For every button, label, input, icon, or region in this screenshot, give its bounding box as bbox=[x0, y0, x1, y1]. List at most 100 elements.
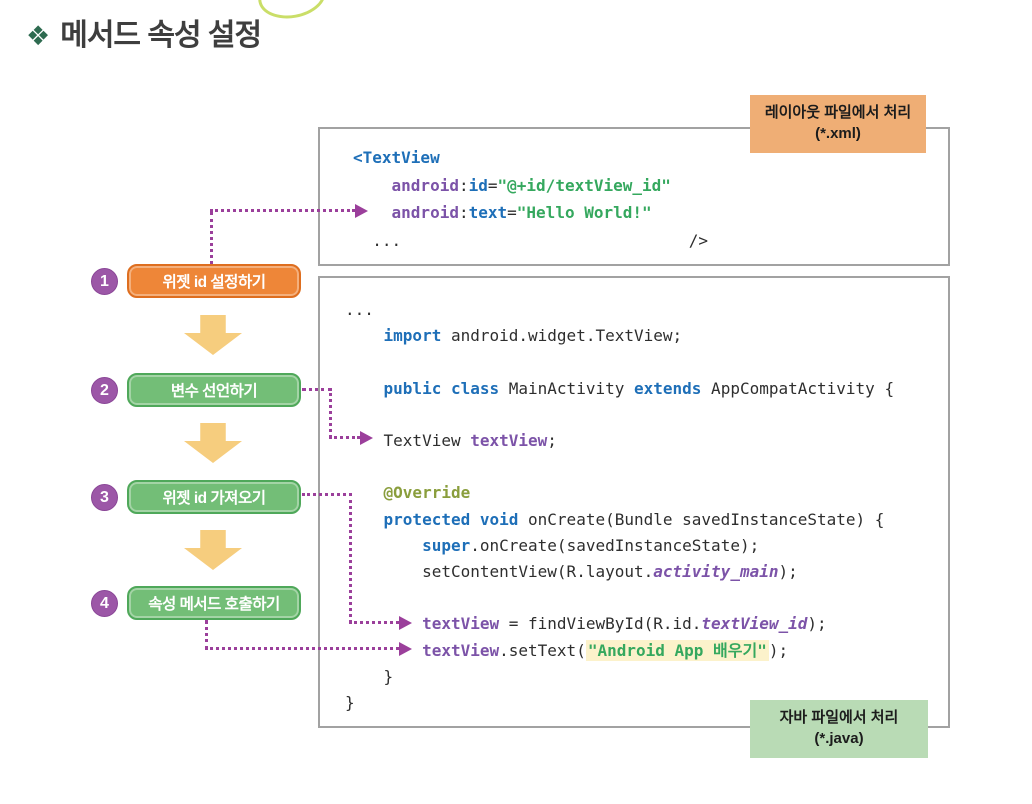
flow-step-2: 2 변수 선언하기 bbox=[88, 371, 302, 409]
step-button: 변수 선언하기 bbox=[127, 373, 301, 407]
code-line bbox=[345, 585, 948, 611]
code-token: @Override bbox=[383, 483, 471, 503]
flow-down-arrow-icon bbox=[184, 423, 242, 463]
code-line: super.onCreate(savedInstanceState); bbox=[345, 533, 948, 559]
code-token: ); bbox=[778, 562, 798, 582]
diamond-bullet-icon: ❖ bbox=[26, 21, 51, 51]
code-token: = bbox=[507, 203, 517, 222]
connector-1-horizontal bbox=[210, 209, 355, 212]
java-code-panel: ... import android.widget.TextView; publ… bbox=[318, 276, 950, 728]
code-token: AppCompatActivity { bbox=[701, 378, 895, 398]
step-number-badge: 3 bbox=[91, 484, 118, 511]
code-token: TextView bbox=[383, 431, 471, 451]
connector-4-horizontal bbox=[205, 647, 399, 650]
connector-2-vertical bbox=[329, 388, 332, 438]
flow-down-arrow-icon bbox=[184, 315, 242, 355]
code-token: id bbox=[468, 175, 488, 195]
connector-3-horizontal-a bbox=[302, 493, 352, 496]
code-line: import android.widget.TextView; bbox=[345, 323, 948, 349]
code-line: android:id="@+id/textView_id" bbox=[353, 172, 948, 200]
code-token: onCreate(Bundle savedInstanceState) { bbox=[518, 509, 885, 529]
code-token: : bbox=[458, 203, 469, 222]
connector-1-arrowhead-icon bbox=[355, 204, 368, 218]
code-token: MainActivity bbox=[499, 378, 634, 398]
code-token: "Hello World!" bbox=[516, 203, 652, 222]
connector-2-horizontal-b bbox=[329, 436, 360, 439]
code-line: } bbox=[345, 664, 948, 690]
code-token bbox=[345, 379, 384, 398]
code-token: = findViewById(R.id. bbox=[499, 614, 702, 634]
flow-down-arrow-icon bbox=[184, 530, 242, 570]
step-button: 위젯 id 설정하기 bbox=[127, 264, 301, 298]
code-token: textView bbox=[422, 640, 500, 660]
code-token: } bbox=[345, 693, 355, 713]
code-token: extends bbox=[633, 378, 702, 398]
xml-file-label-line2: (*.xml) bbox=[815, 125, 861, 142]
java-file-label-line2: (*.java) bbox=[814, 730, 864, 747]
step-number-badge: 2 bbox=[91, 377, 118, 404]
code-line: ... /> bbox=[353, 227, 948, 255]
code-token: "Android App 배우기" bbox=[585, 639, 769, 661]
java-file-label-line1: 자바 파일에서 처리 bbox=[779, 709, 899, 726]
code-token: protected void bbox=[383, 509, 519, 529]
code-token: setContentView(R.layout. bbox=[422, 562, 654, 582]
code-token: android bbox=[391, 203, 459, 222]
decorative-arc bbox=[254, 0, 330, 24]
code-line: setContentView(R.layout.activity_main); bbox=[345, 559, 948, 585]
flow-step-1: 1 위젯 id 설정하기 bbox=[88, 262, 302, 300]
code-token: ... bbox=[345, 300, 374, 319]
code-token: /> bbox=[688, 230, 708, 250]
page-title: 메서드 속성 설정 bbox=[60, 19, 262, 52]
connector-2-arrowhead-icon bbox=[360, 431, 373, 445]
code-token: } bbox=[345, 666, 394, 686]
code-token: .setText( bbox=[499, 640, 586, 660]
java-file-label: 자바 파일에서 처리 (*.java) bbox=[750, 700, 928, 758]
connector-4-vertical bbox=[205, 620, 208, 650]
code-token: textView bbox=[470, 431, 548, 451]
xml-file-label-line1: 레이아웃 파일에서 처리 bbox=[764, 104, 912, 121]
code-line: <TextView bbox=[353, 144, 948, 172]
code-token: textView bbox=[422, 614, 500, 634]
code-line: textView = findViewById(R.id.textView_id… bbox=[345, 611, 948, 637]
code-line: protected void onCreate(Bundle savedInst… bbox=[345, 507, 948, 533]
code-line: android:text="Hello World!" bbox=[353, 199, 948, 227]
code-line: } bbox=[345, 690, 948, 716]
code-token: "@+id/textView_id" bbox=[497, 175, 671, 195]
code-token: android.widget.TextView; bbox=[441, 326, 683, 346]
code-token bbox=[353, 176, 392, 195]
code-token: android bbox=[391, 175, 459, 195]
connector-1-vertical bbox=[210, 212, 213, 264]
connector-3-vertical bbox=[349, 493, 352, 623]
code-token: activity_main bbox=[653, 562, 779, 582]
title-row: ❖ 메서드 속성 설정 bbox=[26, 16, 262, 56]
code-token: import bbox=[383, 326, 442, 346]
code-token: : bbox=[458, 175, 469, 195]
code-token: ); bbox=[807, 614, 827, 634]
code-line: TextView textView; bbox=[345, 428, 948, 454]
code-token bbox=[345, 562, 422, 581]
flow-step-4: 4 속성 메서드 호출하기 bbox=[88, 584, 302, 622]
code-line bbox=[345, 454, 948, 480]
connector-3-horizontal-b bbox=[349, 621, 399, 624]
code-line bbox=[345, 402, 948, 428]
step-number-badge: 1 bbox=[91, 268, 118, 295]
code-line: public class MainActivity extends AppCom… bbox=[345, 376, 948, 402]
connector-2-horizontal-a bbox=[302, 388, 332, 391]
xml-file-label: 레이아웃 파일에서 처리 (*.xml) bbox=[750, 95, 926, 153]
flow-step-3: 3 위젯 id 가져오기 bbox=[88, 478, 302, 516]
code-line: @Override bbox=[345, 480, 948, 506]
code-line: textView.setText("Android App 배우기"); bbox=[345, 638, 948, 664]
connector-3-arrowhead-icon bbox=[399, 616, 412, 630]
step-button: 위젯 id 가져오기 bbox=[127, 480, 301, 514]
code-token: = bbox=[487, 175, 498, 195]
code-token: ... bbox=[353, 230, 402, 250]
step-button: 속성 메서드 호출하기 bbox=[127, 586, 301, 620]
code-token: text bbox=[468, 203, 508, 222]
code-line bbox=[345, 349, 948, 375]
code-token: textView_id bbox=[701, 614, 808, 634]
code-token: ; bbox=[547, 431, 557, 451]
code-token: <TextView bbox=[353, 148, 440, 167]
code-line: ... bbox=[345, 297, 948, 323]
code-token: super bbox=[422, 535, 471, 555]
